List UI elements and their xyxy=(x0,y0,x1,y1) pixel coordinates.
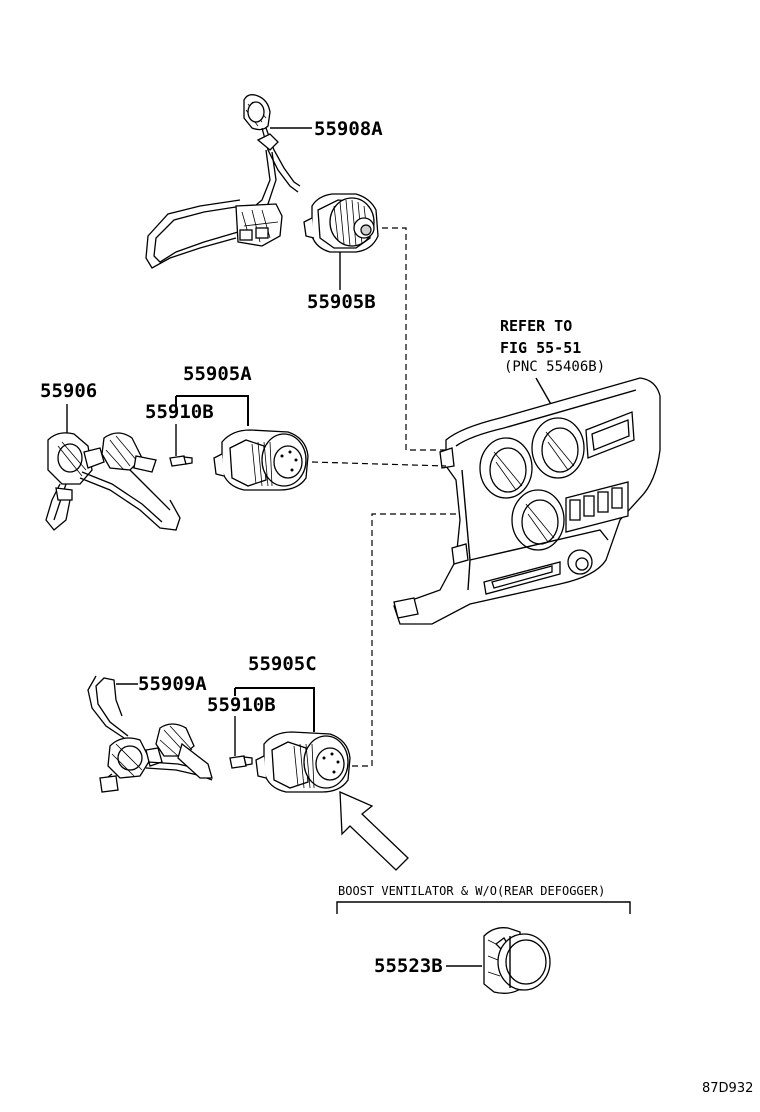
condition-bracket xyxy=(336,901,631,914)
bracket-55905A xyxy=(176,395,249,426)
dashed-guide-55905A xyxy=(311,461,447,467)
part-number-55910B-bottom: 55910B xyxy=(207,694,276,716)
part-number-55905B: 55905B xyxy=(307,291,376,313)
switch-knob-55905C xyxy=(255,731,351,793)
view-arrow xyxy=(339,790,409,871)
dashed-guide-55905C xyxy=(352,513,458,767)
part-number-55906: 55906 xyxy=(40,380,97,402)
instrument-panel xyxy=(393,377,661,625)
reference-line-3: (PNC 55406B) xyxy=(504,359,605,375)
part-number-55909A: 55909A xyxy=(138,673,207,695)
screw-55910B-top xyxy=(169,455,193,467)
switch-knob-55905A xyxy=(213,429,309,491)
dashed-guide-55905B xyxy=(382,227,446,451)
screw-55910B-bottom xyxy=(229,755,253,769)
part-number-55905A: 55905A xyxy=(183,363,252,385)
figure-code: 87D932 xyxy=(702,1081,753,1096)
part-number-55905C: 55905C xyxy=(248,653,317,675)
wire-harness-55906 xyxy=(45,432,181,531)
condition-label: BOOST VENTILATOR & W/O(REAR DEFOGGER) xyxy=(338,884,605,898)
bracket-55905C xyxy=(235,687,315,732)
wire-harness-55908A xyxy=(145,94,301,269)
switch-knob-55905B xyxy=(303,193,379,253)
leader-reference xyxy=(535,377,553,407)
switch-55523B xyxy=(483,927,551,994)
reference-line-2: FIG 55-51 xyxy=(500,339,581,357)
part-number-55523B: 55523B xyxy=(374,955,443,977)
part-number-55910B-top: 55910B xyxy=(145,401,214,423)
part-number-55908A: 55908A xyxy=(314,118,383,140)
reference-line-1: REFER TO xyxy=(500,317,572,335)
wire-harness-55909A xyxy=(87,675,213,793)
